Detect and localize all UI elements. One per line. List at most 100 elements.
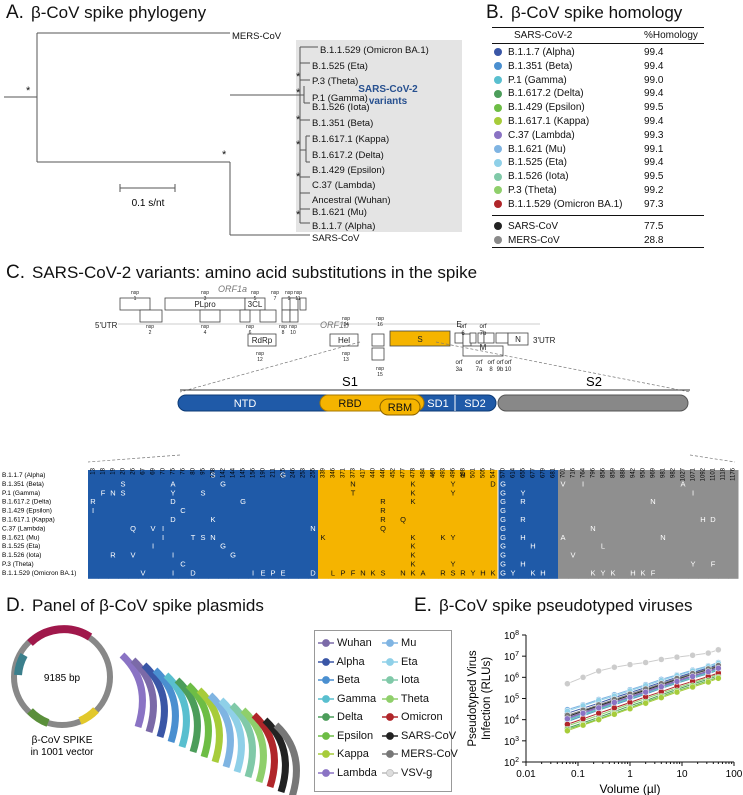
panel-a-title: A.β-CoV spike phylogeny bbox=[6, 2, 207, 23]
mutation-cell: Q bbox=[130, 524, 136, 533]
mutation-cell: Y bbox=[600, 568, 605, 577]
scale-bar-label: 0.1 s/nt bbox=[132, 198, 165, 209]
mutation-column-bg bbox=[568, 470, 579, 579]
mutation-cell: L bbox=[331, 568, 335, 577]
legend-item: Iota bbox=[382, 673, 419, 687]
mutation-cell: H bbox=[520, 560, 525, 569]
genome-box bbox=[507, 332, 529, 346]
position-label: 13 bbox=[91, 467, 97, 474]
legend-label: Epsilon bbox=[334, 729, 374, 742]
mutation-cell: K bbox=[410, 533, 415, 542]
plasmid-promoter-arc bbox=[14, 653, 28, 676]
genome-box bbox=[199, 309, 221, 323]
plasmid-size: 9185 bp bbox=[44, 673, 81, 684]
mutation-column-bg bbox=[168, 470, 179, 579]
mutation-cell: H bbox=[480, 568, 485, 577]
mutation-cell: D bbox=[170, 515, 176, 524]
tree-leaf-label: B.1.351 (Beta) bbox=[312, 118, 373, 129]
mutation-cell: G bbox=[500, 533, 506, 542]
variant-row-label: B.1.526 (Iota) bbox=[2, 552, 41, 559]
plasmid-stack-arc bbox=[152, 667, 179, 744]
tree-leaf-label: Ancestral (Wuhan) bbox=[312, 195, 391, 206]
mutation-cell: K bbox=[410, 551, 415, 560]
mutation-cell: H bbox=[460, 471, 465, 480]
homology-rule-top bbox=[492, 27, 704, 28]
legend-item: Alpha bbox=[318, 655, 365, 669]
tree-leaf-label: B.1.429 (Epsilon) bbox=[312, 165, 385, 176]
position-label: 95 bbox=[201, 467, 207, 474]
legend-marker bbox=[318, 657, 334, 666]
data-point bbox=[715, 646, 722, 654]
mutation-column-bg bbox=[458, 470, 469, 579]
variant-row-label: B.1.1.529 (Omicron BA.1) bbox=[2, 570, 76, 577]
genome-box bbox=[469, 332, 477, 344]
mutation-column-bg bbox=[708, 470, 719, 579]
y-tick-label: 104 bbox=[504, 715, 519, 727]
legend-item: Kappa bbox=[318, 747, 369, 761]
mutation-column-bg bbox=[308, 470, 319, 579]
homology-value: 97.3 bbox=[644, 198, 664, 210]
mutation-cell: I bbox=[692, 488, 694, 497]
genome-box bbox=[119, 297, 151, 311]
legend-marker bbox=[318, 768, 334, 777]
legend-marker bbox=[382, 676, 398, 684]
mutation-cell: S bbox=[120, 479, 125, 488]
mutation-column-bg bbox=[478, 470, 489, 579]
position-label: 1176 bbox=[731, 467, 737, 481]
series-color-dot bbox=[494, 131, 502, 140]
series-color-dot bbox=[494, 144, 502, 153]
mutation-cell: G bbox=[500, 542, 506, 551]
legend-marker bbox=[318, 731, 334, 740]
data-point bbox=[673, 688, 681, 696]
position-label: 614 bbox=[511, 467, 517, 478]
mutation-column-bg bbox=[328, 470, 339, 579]
mutation-cell: N bbox=[400, 568, 405, 577]
panel-d-title: D.Panel of β-CoV spike plasmids bbox=[6, 595, 264, 616]
legend-label: VSV-g bbox=[398, 766, 433, 779]
homology-row: C.37 (Lambda)99.3 bbox=[494, 129, 704, 142]
mutation-column-bg bbox=[548, 470, 559, 579]
position-label: 339 bbox=[321, 467, 327, 478]
mutation-cell: G bbox=[500, 497, 506, 506]
mutation-column-bg bbox=[388, 470, 399, 579]
mutation-cell: G bbox=[500, 506, 506, 515]
mutation-cell: R bbox=[520, 515, 526, 524]
mutation-column-bg bbox=[418, 470, 429, 579]
series-color-dot bbox=[494, 158, 502, 167]
position-label: 138 bbox=[211, 467, 217, 478]
plasmid-stack-arc bbox=[218, 697, 245, 774]
utr3-label: 3'UTR bbox=[533, 336, 556, 345]
tree-leaf-label: SARS-CoV bbox=[312, 233, 360, 244]
mutation-cell: Y bbox=[470, 568, 475, 577]
mutation-column-bg bbox=[618, 470, 629, 579]
position-label: 18 bbox=[101, 467, 107, 474]
mutation-cell: C bbox=[180, 560, 186, 569]
s1-label: S1 bbox=[342, 374, 358, 389]
position-label: 211 bbox=[271, 467, 277, 477]
mutation-cell: V bbox=[130, 551, 135, 560]
mutation-column-bg bbox=[358, 470, 369, 579]
mutation-cell: Q bbox=[400, 515, 406, 524]
mutation-column-bg bbox=[628, 470, 639, 579]
mutation-column-bg bbox=[488, 470, 499, 579]
mutation-cell: G bbox=[230, 551, 236, 560]
mutation-cell: F bbox=[101, 488, 106, 497]
mutation-cell: S bbox=[380, 568, 385, 577]
mutation-column-bg bbox=[528, 470, 539, 579]
mutation-column-bg bbox=[508, 470, 519, 579]
series-color-dot bbox=[494, 103, 502, 112]
position-label: 371 bbox=[341, 467, 347, 478]
y-tick-label: 102 bbox=[504, 757, 519, 769]
mutation-cell: N bbox=[110, 488, 115, 497]
mutation-column-bg bbox=[178, 470, 189, 579]
x-tick-label: 0.1 bbox=[571, 769, 585, 780]
bootstrap-marker: * bbox=[296, 87, 301, 99]
utr5-label: 5'UTR bbox=[95, 321, 118, 330]
homology-rule-mid bbox=[492, 215, 704, 216]
mutation-cell: Y bbox=[430, 471, 435, 480]
y-tick-label: 105 bbox=[504, 694, 519, 706]
